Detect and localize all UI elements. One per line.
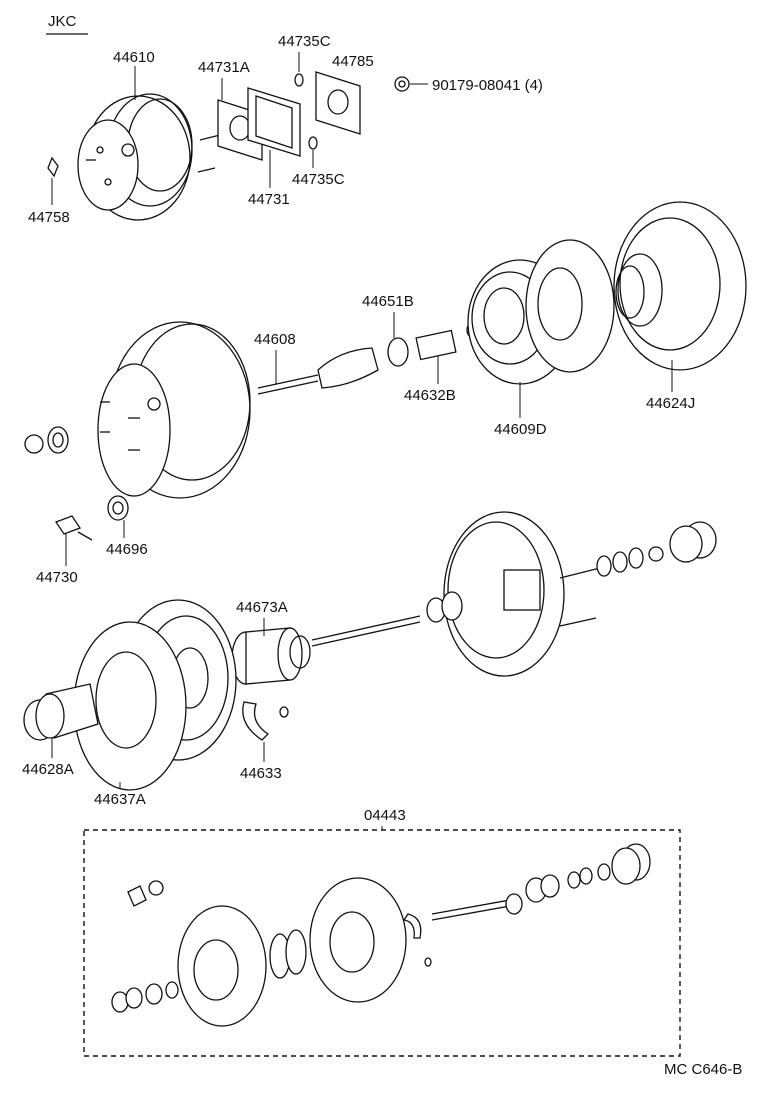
boot-44651B — [317, 337, 409, 389]
label-44609D: 44609D — [494, 421, 547, 438]
footer-code: MC C646-B — [664, 1061, 742, 1078]
push-rod-44608 — [257, 374, 319, 395]
clip-44633 — [242, 701, 289, 741]
kit-boundary — [83, 829, 681, 1057]
label-44758: 44758 — [28, 209, 70, 226]
front-diaphragm-assembly — [73, 599, 237, 791]
label-04443: 04443 — [364, 807, 406, 824]
label-44785: 44785 — [332, 53, 374, 70]
diaphragm-44609D — [467, 239, 615, 385]
label-44632B: 44632B — [404, 387, 456, 404]
label-44735C-bottom: 44735C — [292, 171, 345, 188]
gasket-44785 — [315, 71, 361, 135]
label-44633: 44633 — [240, 765, 282, 782]
clip-44758 — [47, 156, 59, 178]
nut-90179 — [394, 76, 410, 92]
stem-assembly — [311, 591, 463, 647]
nut-44735C-top — [294, 73, 304, 87]
bushing-44696 — [107, 495, 129, 521]
plate-44731 — [247, 87, 301, 157]
label-44696: 44696 — [106, 541, 148, 558]
sleeve-right — [669, 521, 717, 563]
header-code: JKC — [48, 13, 77, 30]
label-44731: 44731 — [248, 191, 290, 208]
seal-washer-set — [24, 426, 69, 454]
booster-front-shell — [77, 93, 241, 221]
check-valve-44730 — [55, 515, 93, 541]
label-44651B: 44651B — [362, 293, 414, 310]
housing-44673A — [231, 627, 311, 685]
label-44673A: 44673A — [236, 599, 288, 616]
nut-44735C-bottom — [308, 136, 318, 150]
rear-plate-assembly — [443, 511, 601, 677]
label-44610: 44610 — [113, 49, 155, 66]
sleeve-44628A — [23, 683, 99, 741]
label-44624J: 44624J — [646, 395, 695, 412]
seal-stack-right — [596, 546, 664, 577]
shell-44624J — [613, 201, 747, 371]
label-44628A: 44628A — [22, 761, 74, 778]
booster-rear-shell — [97, 321, 251, 499]
label-44637A: 44637A — [94, 791, 146, 808]
label-44730: 44730 — [36, 569, 78, 586]
label-44735C-top: 44735C — [278, 33, 331, 50]
kit-contents — [111, 843, 651, 1027]
label-44608: 44608 — [254, 331, 296, 348]
label-44731A: 44731A — [198, 59, 250, 76]
label-90179: 90179-08041 (4) — [432, 77, 543, 94]
